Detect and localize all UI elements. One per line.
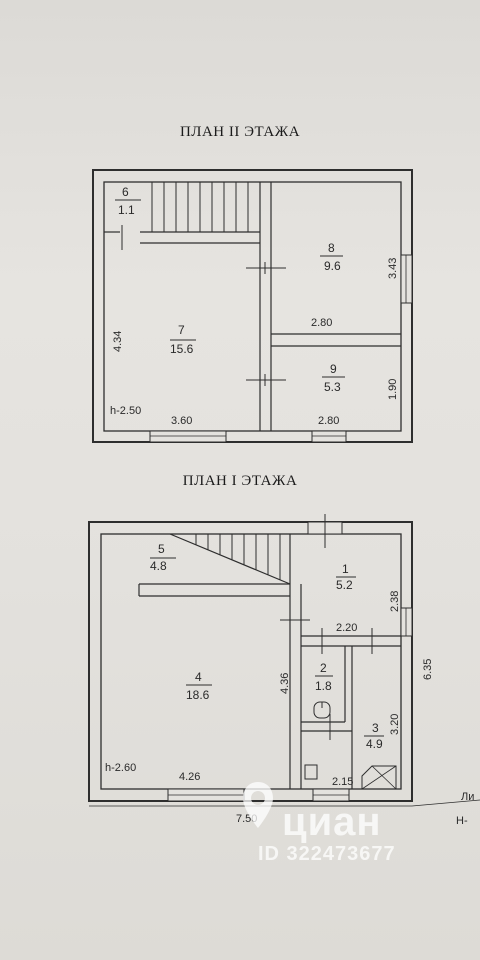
- floor2-dim-right-upper: 3.43: [387, 258, 399, 279]
- watermark-id: ID 322473677: [258, 843, 396, 865]
- floor2-dim-right-lower: 1.90: [387, 379, 399, 400]
- floor1-room5-area: 4.8: [150, 559, 167, 573]
- floor1-room3-area: 4.9: [366, 737, 383, 751]
- floor1-dim-right-full: 6.35: [422, 659, 434, 680]
- floor1-dim-bottom-right: 2.15: [332, 776, 353, 788]
- floor1-height: h-2.60: [105, 762, 136, 774]
- floor1-title: ПЛАН I ЭТАЖА: [182, 473, 298, 489]
- floor2-room6-number: 6: [122, 185, 129, 199]
- floor1-edge-text-2: Н-: [456, 815, 468, 827]
- floor2-dim-mid: 2.80: [311, 317, 332, 329]
- floor1-dim-bath: 3.20: [389, 714, 401, 735]
- floor2-room9-area: 5.3: [324, 380, 341, 394]
- floor1-dim-mid: 2.20: [336, 622, 357, 634]
- floor2-dim-left: 4.34: [112, 331, 124, 352]
- watermark-pin-icon: [243, 782, 273, 828]
- floor1-room1-number: 1: [342, 562, 349, 576]
- floor1-room2-number: 2: [320, 661, 327, 675]
- floor2-dim-bottom-right: 2.80: [318, 415, 339, 427]
- floor2-room7-number: 7: [178, 323, 185, 337]
- floor1-room2-area: 1.8: [315, 679, 332, 693]
- watermark-brand: циан: [282, 800, 382, 844]
- floor2-plan: [92, 169, 413, 443]
- floor2-room8-number: 8: [328, 241, 335, 255]
- floor1-room4-area: 18.6: [186, 688, 210, 702]
- floor2-height: h-2.50: [110, 405, 141, 417]
- floor2-room9-number: 9: [330, 362, 337, 376]
- floor2-room6-area: 1.1: [118, 203, 135, 217]
- floor1-room3-number: 3: [372, 721, 379, 735]
- floor1-room1-area: 5.2: [336, 578, 353, 592]
- floor2-room7-area: 15.6: [170, 342, 194, 356]
- floor1-room4-number: 4: [195, 670, 202, 684]
- floor2-title: ПЛАН II ЭТАЖА: [179, 124, 301, 140]
- floor1-stairs: [195, 534, 281, 580]
- floor1-edge-text-1: Ли: [461, 791, 474, 803]
- floor1-dim-right-upper: 2.38: [389, 591, 401, 612]
- floor2-room8-area: 9.6: [324, 259, 341, 273]
- floor1-room5-number: 5: [158, 542, 165, 556]
- floor2-dim-bottom-left: 3.60: [171, 415, 192, 427]
- floor1-dim-bottom-left: 4.26: [179, 771, 200, 783]
- floor1-dim-partition: 4.36: [279, 673, 291, 694]
- floor2-stairs: [151, 182, 249, 232]
